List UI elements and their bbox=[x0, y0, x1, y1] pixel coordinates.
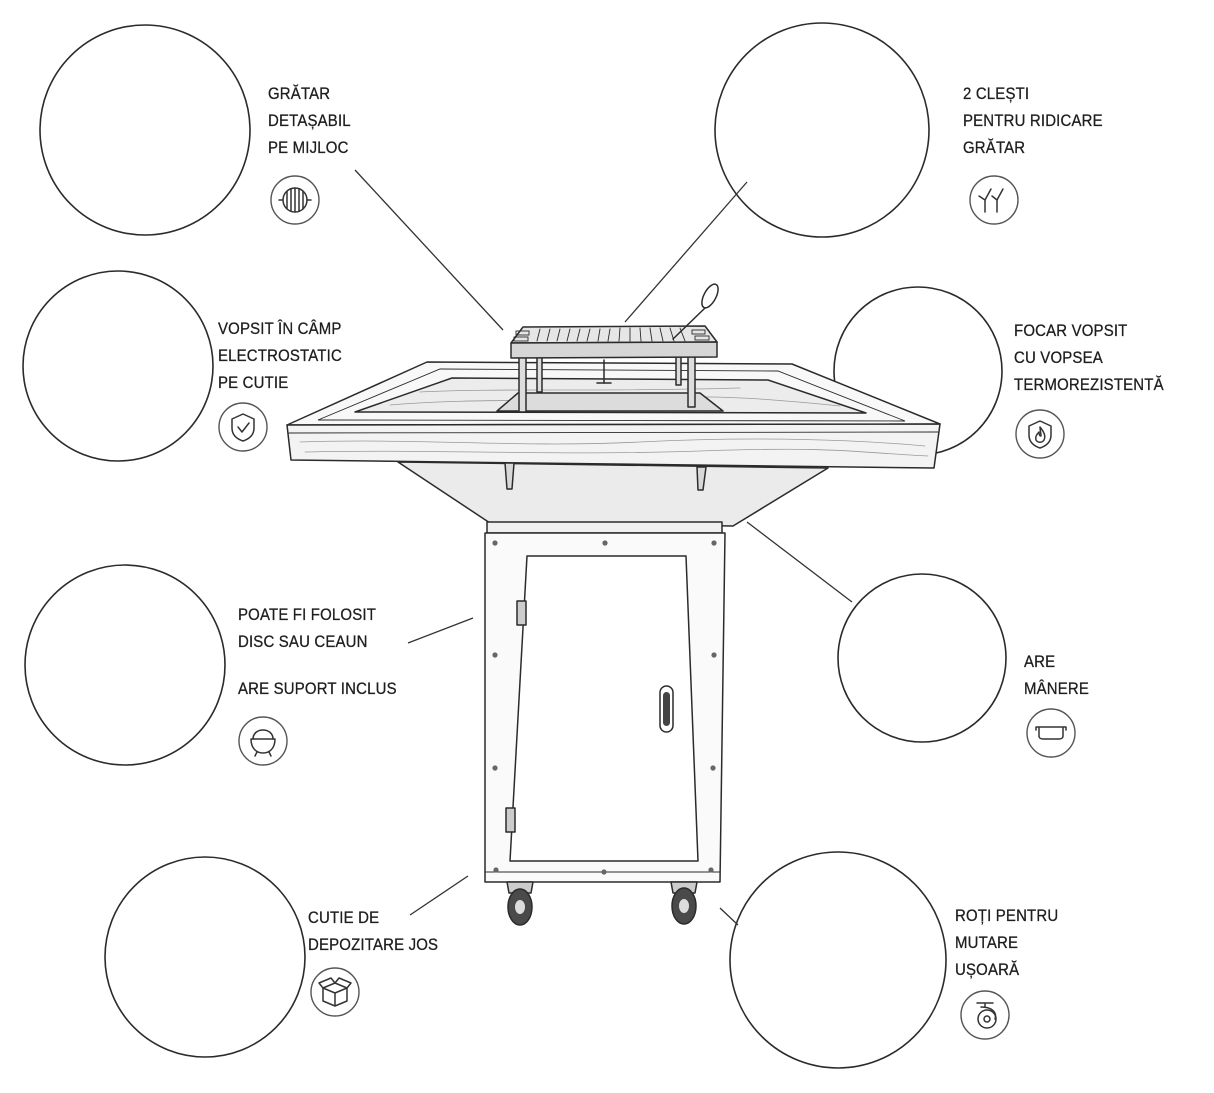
leader-lines bbox=[354, 169, 853, 926]
label-handles: ARE MÂNERE bbox=[1024, 648, 1089, 702]
label-line: MÂNERE bbox=[1024, 679, 1090, 698]
label-line: ELECTROSTATIC bbox=[218, 346, 342, 365]
cabinet-wheels bbox=[506, 881, 698, 926]
detail-circle-storage-box bbox=[104, 856, 306, 1058]
cabinet-door bbox=[509, 555, 699, 862]
label-line: GRĂTAR bbox=[268, 84, 331, 103]
label-line: CU VOPSEA bbox=[1014, 348, 1103, 367]
door-hinge bbox=[505, 807, 516, 833]
label-line: ARE bbox=[1024, 652, 1056, 671]
detail-circle-powder-coated-box bbox=[22, 270, 214, 462]
tongs-icon bbox=[969, 175, 1019, 225]
label-line: TERMOREZISTENTĂ bbox=[1014, 375, 1164, 394]
detail-circle-removable-grate bbox=[39, 24, 251, 236]
grill-grate-icon bbox=[270, 175, 320, 225]
label-storage-box: CUTIE DE DEPOZITARE JOS bbox=[308, 904, 438, 958]
label-line: PENTRU RIDICARE bbox=[963, 111, 1103, 130]
detail-circle-lifting-tongs bbox=[714, 22, 930, 238]
firebox-funnel bbox=[397, 461, 829, 527]
label-support-included: ARE SUPORT INCLUS bbox=[238, 675, 397, 702]
label-line: ROȚI PENTRU bbox=[955, 906, 1059, 925]
leader-disc bbox=[407, 617, 474, 644]
label-wheels: ROȚI PENTRU MUTARE UȘOARĂ bbox=[955, 902, 1058, 983]
caster-wheel-icon bbox=[960, 990, 1010, 1040]
label-line: DETAȘABIL bbox=[268, 111, 351, 130]
handle-icon bbox=[1026, 708, 1076, 758]
door-hinge bbox=[516, 600, 527, 626]
label-heat-resistant-firebox: FOCAR VOPSIT CU VOPSEA TERMOREZISTENTĂ bbox=[1014, 317, 1164, 398]
label-line: CUTIE DE bbox=[308, 908, 380, 927]
label-disc-or-cauldron: POATE FI FOLOSIT DISC SAU CEAUN bbox=[238, 601, 376, 655]
label-line: POATE FI FOLOSIT bbox=[238, 605, 377, 624]
label-removable-grate: GRĂTAR DETAȘABIL PE MIJLOC bbox=[268, 80, 351, 161]
removable-grate bbox=[510, 325, 718, 413]
label-line: FOCAR VOPSIT bbox=[1014, 321, 1128, 340]
label-line: VOPSIT ÎN CÂMP bbox=[218, 319, 342, 338]
storage-cabinet bbox=[484, 521, 726, 883]
tong-on-grate bbox=[672, 283, 719, 340]
rivets bbox=[492, 540, 717, 875]
cauldron-icon bbox=[238, 716, 288, 766]
leader-handles bbox=[746, 521, 853, 603]
label-line: GRĂTAR bbox=[963, 138, 1026, 157]
label-line: 2 CLEȘTI bbox=[963, 84, 1030, 103]
grill-main bbox=[286, 283, 941, 926]
label-line: PE MIJLOC bbox=[268, 138, 349, 157]
fire-shield-icon bbox=[1015, 409, 1065, 459]
box-icon bbox=[310, 967, 360, 1017]
detail-circle-handles bbox=[837, 573, 1007, 743]
label-line: MUTARE bbox=[955, 933, 1019, 952]
shield-check-icon bbox=[218, 402, 268, 452]
label-line: DEPOZITARE JOS bbox=[308, 935, 439, 954]
label-line: UȘOARĂ bbox=[955, 960, 1020, 979]
label-line: DISC SAU CEAUN bbox=[238, 632, 368, 651]
label-lifting-tongs: 2 CLEȘTI PENTRU RIDICARE GRĂTAR bbox=[963, 80, 1103, 161]
leader-tongs bbox=[624, 181, 748, 323]
label-line: ARE SUPORT INCLUS bbox=[238, 679, 397, 698]
detail-circle-disc-cauldron bbox=[24, 564, 226, 766]
label-powder-coated-box: VOPSIT ÎN CÂMP ELECTROSTATIC PE CUTIE bbox=[218, 315, 342, 396]
leader-wheels bbox=[719, 907, 739, 926]
label-line: PE CUTIE bbox=[218, 373, 289, 392]
detail-circle-wheels bbox=[729, 851, 947, 1069]
leader-grate bbox=[354, 169, 504, 331]
door-handle-slot bbox=[659, 685, 674, 733]
fire-tray bbox=[286, 361, 941, 469]
leader-storage bbox=[409, 875, 469, 916]
